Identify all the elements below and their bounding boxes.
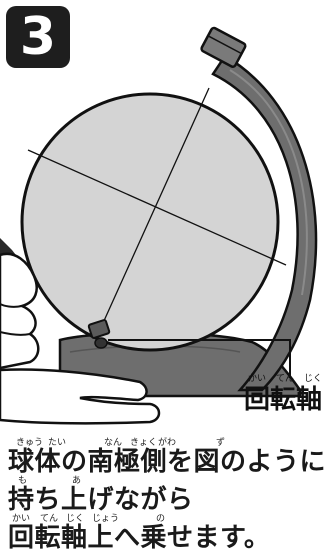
instruction-line-2: も あ 持ち上げながら	[8, 476, 326, 514]
axis-label: かい てん じく 回転軸	[244, 374, 328, 415]
top-pivot-knob	[201, 27, 247, 68]
axis-label-ruby: かい てん じく	[244, 374, 328, 385]
instruction-text: きゅう たい なん きょく がわ ず 球体の南極側を図のように も あ 持ち上げ…	[8, 438, 326, 552]
step-number-badge: 3	[6, 6, 70, 68]
instruction-line-1: きゅう たい なん きょく がわ ず 球体の南極側を図のように	[8, 438, 326, 476]
instruction-line-3: かい てん じく じょう の 回転軸上へ乗せます。	[8, 514, 326, 552]
globe-sphere	[22, 94, 278, 350]
axis-label-text: 回転軸	[244, 385, 328, 415]
